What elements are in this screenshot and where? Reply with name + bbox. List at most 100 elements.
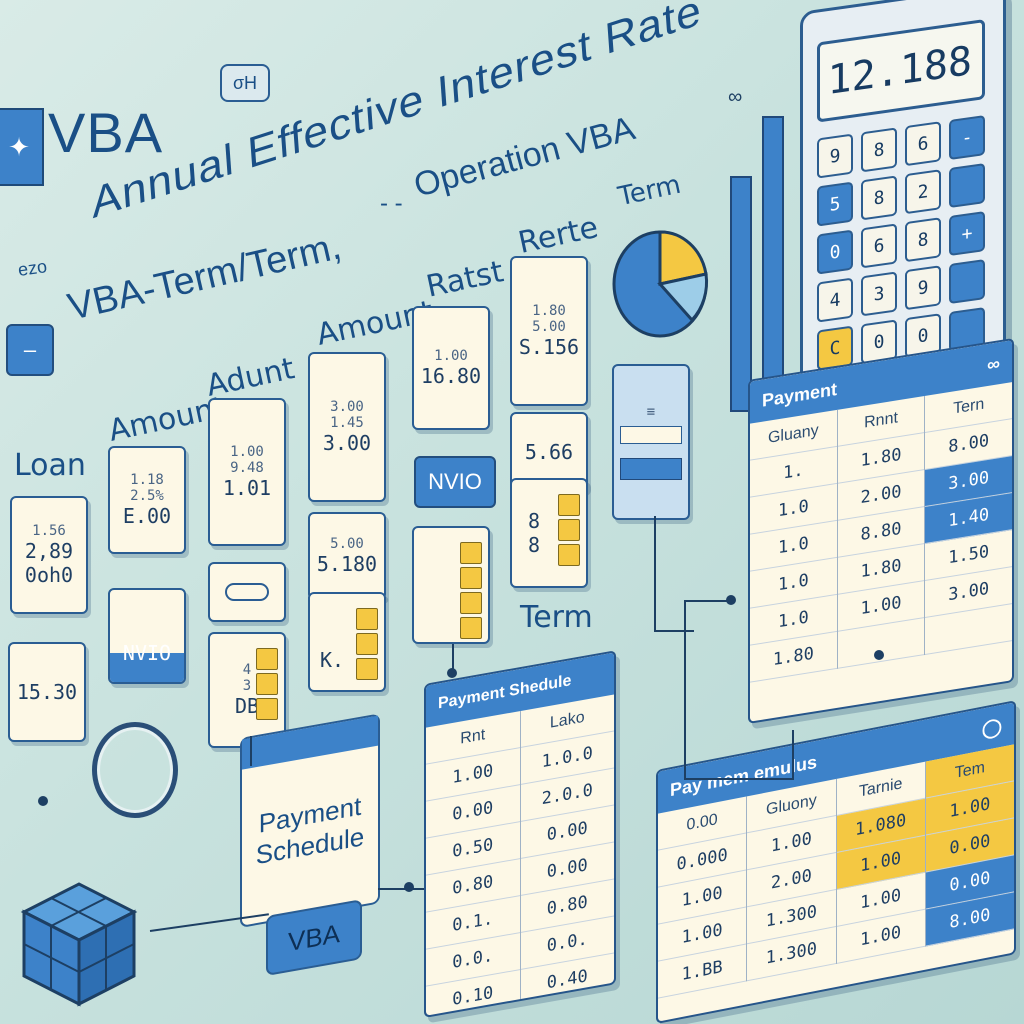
card-value-top: 4 (242, 662, 252, 678)
calculator-key[interactable]: 8 (861, 175, 897, 221)
card-value-mid: 1.45 (330, 415, 364, 431)
highlight-cells (356, 608, 378, 680)
connector-dot (726, 595, 736, 605)
card-value-top: 1.80 (532, 303, 566, 319)
card-value-bottom: NVIO (122, 641, 172, 665)
card-value-mid: 2.5% (130, 488, 164, 504)
connector-line (792, 730, 794, 780)
value-card[interactable]: 1.18 2.5% E.00 (108, 446, 186, 554)
payment-schedule-box[interactable]: Payment Schedule (240, 713, 380, 928)
term-table[interactable]: Pay mem emulus ◯ 0.00 0.000 1.00 1.00 1.… (656, 700, 1016, 1024)
payment-schedule-table[interactable]: Payment Shedule Rnt 1.00 0.00 0.50 0.80 … (424, 650, 616, 1018)
bar-chart-bar (762, 116, 784, 394)
stacked-lines-icon (620, 458, 682, 480)
subtitle-operation: Operation VBA (410, 109, 639, 205)
oval-icon (225, 583, 269, 601)
dash-mark: - - (380, 190, 403, 217)
calculator-key[interactable]: 9 (905, 265, 941, 311)
card-value-bottom: S.156 (518, 335, 580, 359)
stacked-lines-icon (620, 426, 682, 444)
stacked-lines-icon: ≡ (646, 404, 656, 420)
connector-line (654, 630, 694, 632)
connector-dot (874, 650, 884, 660)
link-icon: ∞ (728, 86, 743, 108)
value-card[interactable]: 15.30 (8, 642, 86, 742)
left-small-button[interactable]: – (6, 324, 54, 376)
calculator-key-plus[interactable]: + (949, 210, 985, 257)
calculator-key[interactable]: 9 (817, 133, 853, 179)
ring-icon (92, 722, 178, 818)
label-amount-2: Adunt (203, 351, 298, 404)
calculator[interactable]: 12.188 9 8 6 - 5 8 2 0 6 8 + 4 3 9 C 0 0 (800, 0, 1006, 389)
highlight-cells (558, 494, 580, 566)
value-card[interactable]: 1.00 9.48 1.01 (208, 398, 286, 546)
calculator-key[interactable]: 3 (861, 271, 897, 317)
card-value-top: 3.00 (330, 399, 364, 415)
dev-glyph-icon[interactable]: σH (220, 64, 270, 102)
highlight-cells (256, 648, 278, 720)
value-card[interactable] (208, 562, 286, 622)
calculator-key[interactable]: 2 (905, 169, 941, 215)
connector-dot (447, 668, 457, 678)
connector-line (250, 736, 252, 766)
card-value-top: 15.30 (16, 680, 78, 704)
calculator-key[interactable]: 0 (817, 229, 853, 275)
link-icon: ∞ (987, 352, 1000, 375)
card-value-bottom: K. (319, 648, 345, 672)
cube-icon (20, 882, 138, 1007)
card-value-mid: 16.80 (420, 364, 482, 388)
value-card[interactable]: ≡ (612, 364, 690, 520)
brand-badge[interactable]: ✦ (0, 108, 44, 186)
card-value-mid: 5.00 (532, 319, 566, 335)
connector-line (378, 888, 424, 890)
card-value-top: 1.56 (32, 523, 66, 539)
calculator-key[interactable]: - (949, 114, 985, 161)
value-card[interactable]: 8 8 (510, 478, 588, 588)
value-card[interactable]: NVIO (108, 588, 186, 684)
value-card[interactable]: 5.00 5.180 (308, 512, 386, 600)
card-value-top: 1.18 (130, 472, 164, 488)
value-card[interactable]: 4 3 DB (208, 632, 286, 748)
card-value-bottom: 0oh0 (24, 563, 74, 587)
flags-text: ezo (16, 256, 49, 280)
card-value-top: 1.00 (230, 444, 264, 460)
table-title: Payment (762, 378, 838, 411)
value-card[interactable]: 1.80 5.00 S.156 (510, 256, 588, 406)
card-value-bottom: 3.00 (322, 431, 372, 455)
calculator-key[interactable]: 5 (817, 181, 853, 227)
toggle-icon[interactable]: ◯ (981, 715, 1002, 740)
connector-line (684, 600, 734, 602)
value-card[interactable]: 1.00 16.80 (412, 306, 490, 430)
calculator-key[interactable]: 8 (861, 127, 897, 173)
calculator-key[interactable] (949, 258, 985, 305)
card-value-mid: 3 (242, 678, 252, 694)
highlight-cells (460, 542, 482, 639)
calculator-display: 12.188 (817, 18, 985, 123)
calculator-key[interactable]: 4 (817, 277, 853, 323)
brand-name: VBA (48, 101, 164, 164)
calculator-key[interactable]: 6 (905, 121, 941, 167)
connector-dot (38, 796, 48, 806)
card-value-mid: 8 (527, 533, 541, 557)
value-card[interactable]: 3.00 1.45 3.00 (308, 352, 386, 502)
card-value-top: 8 (527, 509, 541, 533)
label-rate-2: Rerte (515, 210, 602, 261)
label-term-2: Term (520, 600, 593, 635)
star-icon: ✦ (8, 131, 30, 162)
dev-glyph-text: σH (232, 72, 258, 93)
connector-line (684, 778, 794, 780)
calculator-key[interactable] (949, 162, 985, 209)
payment-table[interactable]: Payment ∞ Gluany 1. 1.0 1.0 1.0 1.0 1.80… (748, 337, 1014, 724)
vba-badge-label: VBA (287, 917, 341, 957)
calculator-key[interactable]: 6 (861, 223, 897, 269)
card-value-bottom: E.00 (122, 504, 172, 528)
card-value-bottom: 1.01 (222, 476, 272, 500)
value-card[interactable] (412, 526, 490, 644)
value-card[interactable]: K. (308, 592, 386, 692)
connector-line (452, 644, 454, 674)
card-value-top: 5.00 (330, 536, 364, 552)
nvio-pill[interactable]: NVIO (414, 456, 496, 508)
value-card[interactable]: 1.56 2,89 0oh0 (10, 496, 88, 614)
calculator-key[interactable]: 8 (905, 217, 941, 263)
subtitle-term: VBA-Term/Term, (64, 225, 346, 329)
